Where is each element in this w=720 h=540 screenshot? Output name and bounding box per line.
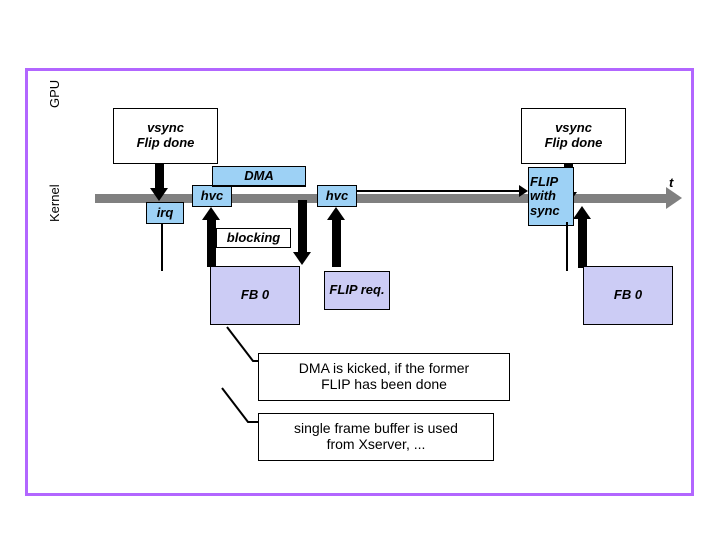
flip-with-sync-line3: sync [530, 202, 560, 218]
irq-drop-line [161, 224, 163, 271]
timeline-box-hvc-1: hvc [192, 185, 232, 207]
kernel-box-fb0-right: FB 0 [583, 266, 673, 325]
timeline-box-dma: DMA [212, 166, 306, 186]
note-dma-line2: FLIP has been done [321, 376, 447, 392]
timeline-arrow-right-icon [666, 187, 682, 209]
kernel-lane-label: Kernel [47, 184, 62, 222]
kernel-box-flip-req: FLIP req. [324, 271, 390, 310]
flip-with-sync-line2: with [530, 188, 556, 204]
vsync-2-line1: vsync [555, 120, 592, 136]
timeline-axis-label: t [669, 175, 674, 190]
vsync-1-line1: vsync [147, 120, 184, 136]
flip-with-sync-drop-line [566, 222, 568, 271]
kernel-box-blocking: blocking [216, 228, 291, 248]
note-dma-line1: DMA is kicked, if the former [298, 360, 470, 377]
dma-to-fb0-arrow-head-icon [293, 252, 311, 265]
timeline-box-irq: irq [146, 202, 184, 224]
timeline-box-flip-with-sync: FLIP with sync [528, 167, 574, 226]
fb0right-to-timeline-arrow-stem [578, 218, 587, 268]
timeline-bar [95, 194, 666, 203]
gpu-event-vsync-1: vsync Flip done [113, 108, 218, 164]
flipreq-to-hvc2-arrow-stem [332, 219, 341, 267]
gpu-lane-label: GPU [47, 79, 62, 108]
dma-box-baseline [212, 186, 306, 187]
hvc2-to-flip-connector [357, 190, 521, 192]
vsync-1-to-irq-arrow-head-icon [150, 188, 168, 201]
slide-frame-border [25, 68, 694, 496]
fb0right-to-timeline-arrow-head-icon [573, 206, 591, 219]
kernel-box-fb0-left: FB 0 [210, 266, 300, 325]
vsync-1-line2: Flip done [136, 135, 195, 150]
fb0-to-hvc1-arrow-stem [207, 219, 216, 267]
gpu-event-vsync-2: vsync Flip done [521, 108, 626, 164]
flip-with-sync-line1: FLIP [530, 173, 559, 189]
note-single-framebuffer: single frame buffer is used from Xserver… [258, 413, 494, 461]
note-fb-line2: from Xserver, ... [326, 436, 426, 452]
note-dma-kicked: DMA is kicked, if the former FLIP has be… [258, 353, 510, 401]
flipreq-to-hvc2-arrow-head-icon [327, 207, 345, 220]
vsync-1-to-irq-arrow-stem [155, 164, 164, 190]
vsync-2-line2: Flip done [544, 135, 603, 150]
fb0-to-hvc1-arrow-head-icon [202, 207, 220, 220]
hvc2-to-flip-arrow-head-icon [519, 185, 528, 197]
note-fb-line1: single frame buffer is used [294, 420, 458, 437]
left-into-flip-connector [495, 190, 521, 192]
dma-to-fb0-arrow-stem [298, 200, 307, 254]
timeline-box-hvc-2: hvc [317, 185, 357, 207]
